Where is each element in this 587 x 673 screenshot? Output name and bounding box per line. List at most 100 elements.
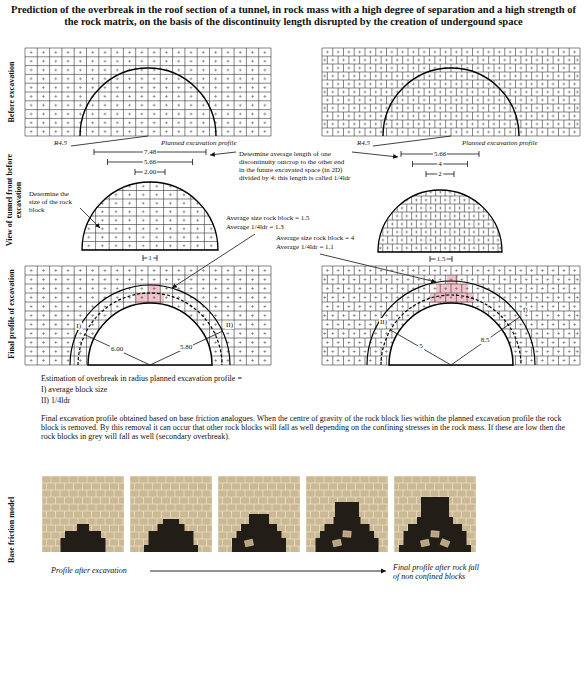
photo-ground	[130, 476, 212, 552]
photo-ground	[306, 476, 388, 552]
falling-block	[244, 539, 253, 547]
radius-label: R4.5	[356, 139, 371, 147]
dimension-label: 1.5	[436, 255, 447, 263]
radius-line	[390, 330, 451, 365]
photo	[130, 476, 212, 552]
dimension-tick	[94, 149, 95, 155]
dimension-label: 1	[147, 254, 153, 262]
row-label: Final profile of excavation	[7, 268, 16, 359]
excavated-void	[399, 497, 471, 552]
dimension-label: 5.66	[143, 158, 157, 166]
dimension-tick	[206, 149, 207, 155]
dimension-tick	[452, 256, 453, 262]
rock-blocks	[378, 188, 503, 252]
base-friction-photos	[42, 476, 484, 553]
dimension-label: 2	[437, 170, 443, 178]
block-centre	[323, 51, 579, 134]
caption: Profile after excavation	[50, 566, 128, 575]
tunnel-front	[80, 149, 503, 288]
photo-ground	[218, 476, 300, 552]
callout-number: I)	[522, 306, 529, 314]
note: Determine average length of one disconti…	[238, 150, 352, 182]
before-excavation	[25, 48, 580, 146]
excavated-void	[61, 524, 106, 552]
result-label: Average size rock block = 1.5	[225, 214, 311, 222]
overbreak-radius	[78, 293, 222, 365]
radius-line	[85, 335, 150, 365]
paragraph: Final excavation profile obtained based …	[40, 414, 582, 442]
dimension-tick	[157, 255, 158, 261]
block-joints	[394, 476, 476, 552]
caption: Final profile after rock fall of non con…	[392, 563, 484, 581]
row-label: Base friction model	[7, 496, 16, 564]
rock-joints	[322, 266, 580, 365]
rock-joints	[25, 266, 271, 365]
dimension-tick	[479, 151, 480, 157]
dimension-tick	[135, 169, 136, 175]
dimension-tick	[454, 171, 455, 177]
title: Prediction of the overbreak in the roof …	[10, 4, 577, 28]
overbreak-radius	[70, 285, 230, 365]
excavated-void	[144, 519, 198, 552]
leader-arrow	[80, 208, 100, 228]
photo	[306, 476, 388, 552]
row-label: Before excavation	[7, 61, 16, 124]
leader-arrow	[210, 152, 236, 155]
dimension-tick	[165, 169, 166, 175]
rock-joints	[378, 188, 503, 252]
block-joints	[306, 476, 388, 552]
callout-number: II)	[225, 321, 234, 329]
dimension-tick	[192, 159, 193, 165]
block-centre	[379, 191, 502, 250]
photo	[394, 476, 476, 552]
dimension-label: 7.48	[143, 148, 157, 156]
profile-label: Planned excavation profile	[461, 139, 539, 147]
dimension-label: 4	[437, 160, 443, 168]
radius-label: R4.5	[53, 139, 68, 147]
leader-arrow	[352, 152, 398, 157]
photo-ground	[42, 476, 124, 552]
photo	[42, 476, 124, 552]
dimension-tick	[426, 171, 427, 177]
callout-number: I)	[75, 322, 82, 330]
dimension-tick	[401, 151, 402, 157]
falling-block	[343, 531, 351, 538]
dimension-tick	[430, 256, 431, 262]
excavated-void	[316, 502, 379, 552]
block-joints	[218, 476, 300, 552]
planned-profile	[383, 68, 519, 136]
note: I) average block size	[40, 385, 108, 394]
rock-joints	[322, 48, 580, 136]
excavation	[88, 303, 212, 365]
excavation	[389, 303, 513, 365]
planned-profile	[80, 68, 216, 136]
radius-line	[150, 331, 223, 365]
radius-line	[373, 136, 451, 146]
photo-ground	[394, 476, 476, 552]
dimension-tick	[467, 161, 468, 167]
note: Estimation of overbreak in radius planne…	[40, 374, 243, 383]
result-label: Average 1/4ldr = 1.1	[275, 243, 335, 251]
result-label: Average size rock block = 4	[275, 234, 355, 242]
falling-block	[431, 531, 439, 538]
profile-label: Planned excavation profile	[160, 139, 238, 147]
rock-blocks	[82, 182, 218, 250]
block-joints	[130, 476, 212, 552]
radius-label: 5	[418, 342, 424, 350]
dimension-tick	[143, 255, 144, 261]
overbreak-radius	[381, 295, 521, 365]
tunnel-outline	[378, 190, 502, 252]
result-label: Average 1/4ldr = 1.3	[225, 223, 285, 231]
row-label: View of tunnel front before excavation	[5, 139, 23, 261]
dimension-tick	[412, 161, 413, 167]
rock-joints	[82, 182, 218, 250]
photo	[218, 476, 300, 552]
tunnel-outline	[82, 182, 218, 250]
note: Determine the size of the rock block	[28, 190, 80, 214]
dimension-tick	[107, 159, 108, 165]
overbreak-radius	[367, 281, 535, 365]
excavated-void	[232, 514, 286, 552]
dimension-label: 5.66	[433, 150, 447, 158]
falling-block	[440, 539, 450, 548]
